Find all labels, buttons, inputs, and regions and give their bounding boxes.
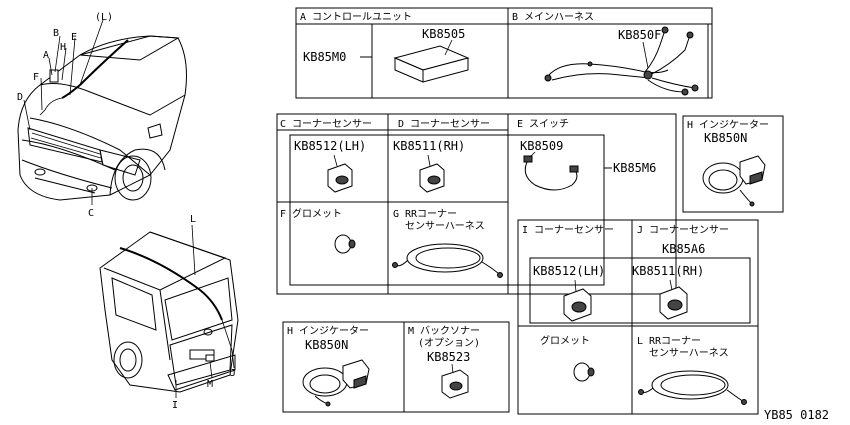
panel-f-name: グロメット [292, 207, 342, 220]
switch-e-illustration [523, 151, 579, 191]
set-ij-part: KB85A6 [662, 242, 705, 256]
panel-l-name-line2: センサーハーネス [649, 347, 729, 359]
panel-e-name: スイッチ [529, 118, 569, 130]
part-d-number: KB8511(RH) [393, 139, 465, 153]
set-ce-box [289, 134, 605, 286]
part-a-number: KB8505 [422, 27, 465, 41]
panel-g-name-line1: RRコーナー [405, 208, 457, 220]
set-ab-box [371, 23, 709, 99]
part-b-number: KB850F [618, 28, 661, 42]
panel-l-name-line1: RRコーナー [649, 335, 701, 347]
control-unit-illustration [393, 39, 470, 83]
panel-h-bottom-name: インジケーター [299, 325, 369, 337]
harness-g-illustration [392, 243, 503, 278]
callout-H: H [60, 42, 66, 53]
callout-D: D [17, 92, 23, 103]
panel-i-letter: I [522, 225, 528, 236]
panel-ijl-frame [517, 219, 759, 415]
callout-I: I [172, 400, 178, 411]
callout-L-harness: (L) [95, 12, 113, 23]
panel-j-name: コーナーセンサー [649, 224, 729, 236]
back-sonar-m-illustration [441, 363, 469, 399]
grommet-f-illustration [334, 234, 356, 254]
panel-a-letter: A [300, 12, 306, 23]
part-e-number: KB8509 [520, 139, 563, 153]
part-i-number: KB8512(LH) [533, 264, 605, 278]
panel-m-letter: M [408, 326, 414, 337]
part-h-bottom-number: KB850N [305, 338, 348, 352]
rear-vehicle-illustration [99, 224, 239, 398]
panel-a-name: コントロールユニット [312, 12, 412, 23]
panel-g-letter: G [393, 209, 399, 220]
corner-sensor-i-illustration [563, 279, 592, 322]
panel-m-name-line1: バックソナー [420, 325, 480, 337]
corner-sensor-c-illustration [327, 154, 353, 193]
part-h-top-number: KB850N [704, 131, 747, 145]
diagram-code: YB85 0182 [764, 408, 829, 422]
set-ce-part: KB85M6 [613, 161, 656, 175]
panel-d-name: コーナーセンサー [410, 118, 490, 130]
main-harness-illustration [544, 26, 699, 96]
callout-J: J [230, 368, 236, 379]
indicator-h-top-illustration [702, 155, 766, 207]
corner-sensor-d-illustration [419, 154, 445, 193]
panel-cdefg-frame [276, 113, 677, 295]
indicator-h-bottom-illustration [302, 359, 370, 407]
panel-i-name: コーナーセンサー [534, 224, 614, 236]
part-m-number: KB8523 [427, 350, 470, 364]
panel-l-letter: L [637, 336, 643, 347]
panel-f-letter: F [280, 209, 286, 220]
panel-hm-frame [282, 321, 510, 413]
callout-L: L [190, 214, 196, 225]
panel-h-top-name: インジケーター [699, 119, 769, 131]
part-j-number: KB8511(RH) [632, 264, 704, 278]
panel-j-letter: J [637, 225, 643, 236]
panel-h-top-frame [682, 115, 784, 213]
panel-m-name-line2: (オプション) [418, 337, 480, 349]
panel-c-name: コーナーセンサー [292, 118, 372, 130]
callout-E: E [71, 32, 77, 43]
front-vehicle-illustration [17, 19, 187, 205]
callout-M: M [207, 379, 213, 390]
panel-g-name-line2: センサーハーネス [405, 220, 485, 232]
panel-b-name: メインハーネス [524, 11, 594, 23]
grommet-2-illustration [573, 362, 595, 382]
corner-sensor-j-illustration [659, 279, 688, 320]
set-ij-box [529, 257, 751, 324]
harness-l-illustration [638, 370, 747, 405]
callout-B: B [53, 28, 59, 39]
part-c-number: KB8512(LH) [294, 139, 366, 153]
callout-F: F [33, 72, 39, 83]
panel-h-bottom-letter: H [287, 326, 293, 337]
grommet2-label: グロメット [540, 334, 590, 347]
panel-b-letter: B [512, 12, 518, 23]
panel-d-letter: D [398, 119, 404, 130]
set-ab-part: KB85M0 [303, 50, 346, 64]
panel-e-letter: E [517, 119, 523, 130]
panel-h-top-letter: H [687, 120, 693, 131]
panel-c-letter: C [280, 119, 286, 130]
callout-A: A [43, 50, 49, 61]
callout-C: C [88, 208, 94, 219]
